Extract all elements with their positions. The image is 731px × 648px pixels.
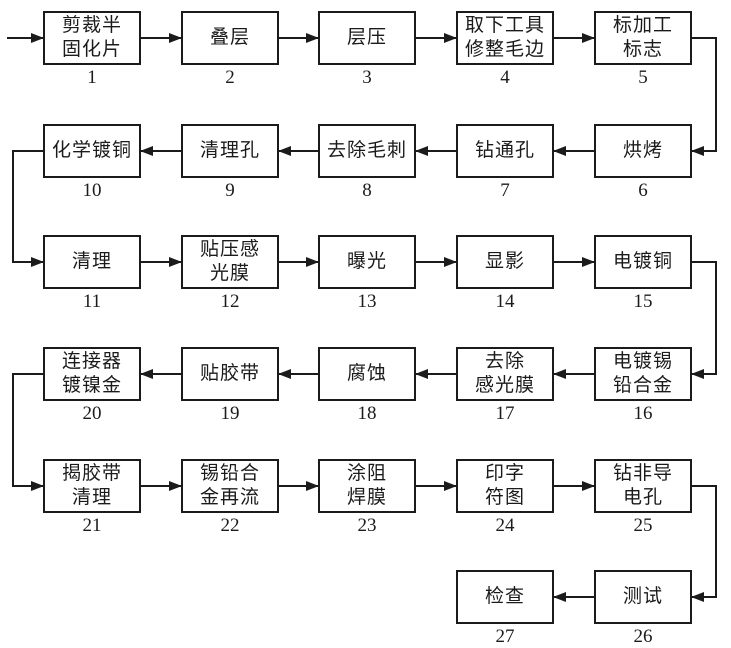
step-number: 4 xyxy=(500,67,510,88)
step-number: 12 xyxy=(220,291,240,312)
process-box: 锡铅合 金再流 xyxy=(181,459,279,513)
step-number: 1 xyxy=(87,67,97,88)
process-box: 剪裁半 固化片 xyxy=(43,11,141,65)
process-box: 贴压感 光膜 xyxy=(181,235,279,289)
process-box: 电镀锡 铅合金 xyxy=(594,347,692,401)
step-number: 8 xyxy=(362,180,372,201)
process-box: 标加工 标志 xyxy=(594,11,692,65)
step-number: 15 xyxy=(633,291,653,312)
process-box: 清理 xyxy=(43,235,141,289)
step-number: 16 xyxy=(633,403,653,424)
process-box: 钻通孔 xyxy=(456,124,554,178)
step-number: 14 xyxy=(495,291,515,312)
step-number: 23 xyxy=(357,515,377,536)
step-number: 17 xyxy=(495,403,515,424)
step-number: 27 xyxy=(495,626,515,647)
step-number: 19 xyxy=(220,403,240,424)
process-box: 电镀铜 xyxy=(594,235,692,289)
process-box: 清理孔 xyxy=(181,124,279,178)
process-box: 曝光 xyxy=(318,235,416,289)
step-number: 5 xyxy=(638,67,648,88)
process-box: 揭胶带 清理 xyxy=(43,459,141,513)
step-number: 11 xyxy=(82,291,102,312)
step-number: 26 xyxy=(633,626,653,647)
step-number: 10 xyxy=(82,180,102,201)
process-box: 叠层 xyxy=(181,11,279,65)
step-number: 24 xyxy=(495,515,515,536)
process-box: 烘烤 xyxy=(594,124,692,178)
step-number: 2 xyxy=(225,67,235,88)
step-number: 18 xyxy=(357,403,377,424)
process-box: 检查 xyxy=(456,570,554,624)
process-box: 显影 xyxy=(456,235,554,289)
step-number: 13 xyxy=(357,291,377,312)
process-box: 印字 符图 xyxy=(456,459,554,513)
step-number: 21 xyxy=(82,515,102,536)
step-number: 25 xyxy=(633,515,653,536)
process-box: 钻非导 电孔 xyxy=(594,459,692,513)
process-box: 连接器 镀镍金 xyxy=(43,347,141,401)
step-number: 9 xyxy=(225,180,235,201)
process-box: 去除 感光膜 xyxy=(456,347,554,401)
step-number: 7 xyxy=(500,180,510,201)
step-number: 6 xyxy=(638,180,648,201)
process-box: 层压 xyxy=(318,11,416,65)
process-box: 去除毛刺 xyxy=(318,124,416,178)
process-box: 涂阻 焊膜 xyxy=(318,459,416,513)
process-box: 腐蚀 xyxy=(318,347,416,401)
process-box: 取下工具 修整毛边 xyxy=(456,11,554,65)
process-box: 贴胶带 xyxy=(181,347,279,401)
process-box: 化学镀铜 xyxy=(43,124,141,178)
step-number: 22 xyxy=(220,515,240,536)
step-number: 3 xyxy=(362,67,372,88)
step-number: 20 xyxy=(82,403,102,424)
process-box: 测试 xyxy=(594,570,692,624)
